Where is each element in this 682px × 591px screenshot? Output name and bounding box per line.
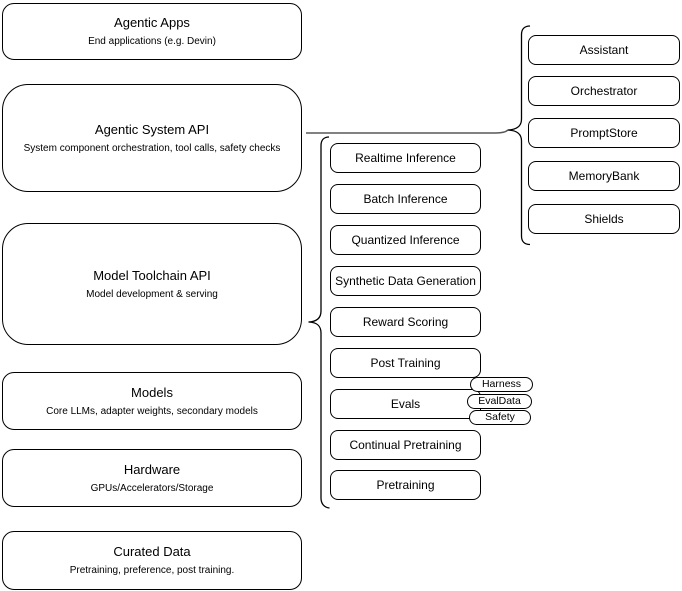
node-subtitle: Pretraining, preference, post training.	[69, 565, 235, 576]
node-pretraining: Pretraining	[330, 470, 481, 500]
node-evals: Evals	[330, 389, 481, 419]
tag-evaldata: EvalData	[467, 394, 532, 409]
node-promptstore: PromptStore	[528, 118, 680, 148]
node-realtime-inference: Realtime Inference	[330, 143, 481, 173]
node-quantized-inference: Quantized Inference	[330, 225, 481, 255]
system-group-brace	[507, 25, 531, 246]
node-agentic-system-api: Agentic System API System component orch…	[2, 84, 302, 192]
node-title: Model Toolchain API	[93, 267, 211, 283]
tag-safety: Safety	[469, 410, 531, 425]
node-title: Models	[131, 384, 173, 400]
node-title: Agentic System API	[94, 121, 210, 137]
node-curated-data: Curated Data Pretraining, preference, po…	[2, 531, 302, 590]
node-hardware: Hardware GPUs/Accelerators/Storage	[2, 449, 302, 507]
node-memorybank: MemoryBank	[528, 161, 680, 191]
node-title: Agentic Apps	[114, 15, 190, 30]
node-title: Hardware	[123, 461, 181, 477]
node-synthetic-data-generation: Synthetic Data Generation	[330, 266, 481, 296]
node-subtitle: End applications (e.g. Devin)	[88, 36, 216, 47]
node-models: Models Core LLMs, adapter weights, secon…	[2, 372, 302, 430]
node-subtitle: GPUs/Accelerators/Storage	[90, 482, 214, 494]
node-model-toolchain-api: Model Toolchain API Model development & …	[2, 223, 302, 345]
node-assistant: Assistant	[528, 35, 680, 65]
node-continual-pretraining: Continual Pretraining	[330, 430, 481, 460]
node-post-training: Post Training	[330, 348, 481, 378]
node-reward-scoring: Reward Scoring	[330, 307, 481, 337]
tag-harness: Harness	[470, 377, 533, 392]
node-agentic-apps: Agentic Apps End applications (e.g. Devi…	[2, 3, 302, 60]
node-subtitle: System component orchestration, tool cal…	[23, 142, 281, 154]
node-title: Curated Data	[113, 544, 191, 559]
node-shields: Shields	[528, 204, 680, 234]
node-orchestrator: Orchestrator	[528, 76, 680, 106]
node-batch-inference: Batch Inference	[330, 184, 481, 214]
node-subtitle: Core LLMs, adapter weights, secondary mo…	[46, 405, 258, 417]
node-subtitle: Model development & serving	[86, 288, 218, 300]
api-to-system-connector-line	[306, 129, 509, 134]
toolchain-group-brace	[308, 136, 330, 509]
